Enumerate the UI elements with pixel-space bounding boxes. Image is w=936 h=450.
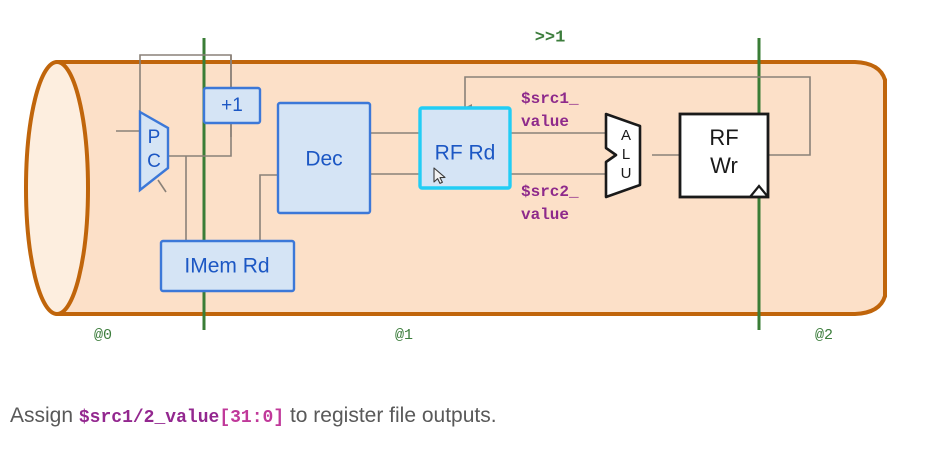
- block-alu-label-l: L: [622, 146, 630, 163]
- block-dec[interactable]: Dec: [276, 101, 372, 215]
- stage-marker-2: @2: [815, 327, 833, 344]
- pipeline-endcap: [24, 60, 90, 316]
- stage-marker-0: @0: [94, 327, 112, 344]
- block-pc[interactable]: P C: [138, 109, 170, 193]
- caption-code-main: $src1/2_value: [78, 408, 220, 428]
- caption-suffix: to register file outputs.: [284, 404, 497, 427]
- block-rf-wr-label-rf: RF: [709, 125, 738, 150]
- block-rf-wr-label-wr: Wr: [710, 153, 738, 178]
- caption-code-range: [31:0]: [219, 408, 285, 428]
- block-rf-wr[interactable]: RF Wr: [678, 112, 770, 199]
- stage-marker-1: @1: [395, 327, 413, 344]
- block-imem-rd[interactable]: IMem Rd: [159, 239, 296, 293]
- block-rf-rd-label: RF Rd: [435, 142, 496, 165]
- signal-src2-line2: value: [521, 206, 569, 224]
- signal-src1-line1: $src1_: [521, 90, 579, 108]
- caption: Assign $src1/2_value[31:0] to register f…: [10, 404, 497, 428]
- block-pc-label-p: P: [148, 127, 161, 148]
- block-alu-label-u: U: [621, 165, 632, 182]
- signal-label-src1: $src1_ value: [521, 90, 579, 131]
- block-dec-label: Dec: [305, 148, 342, 171]
- block-rf-rd[interactable]: RF Rd: [418, 106, 512, 190]
- block-plus1[interactable]: +1: [202, 86, 262, 125]
- block-alu-label-a: A: [621, 127, 631, 144]
- block-pc-label-c: C: [147, 151, 161, 172]
- signal-src1-line2: value: [521, 113, 569, 131]
- block-alu[interactable]: A L U: [604, 112, 642, 199]
- block-imem-rd-label: IMem Rd: [184, 255, 269, 278]
- signal-label-src2: $src2_ value: [521, 183, 579, 224]
- caption-prefix: Assign: [10, 404, 79, 427]
- mouse-cursor-icon: [433, 167, 446, 184]
- shift-annotation: >>1: [535, 28, 566, 47]
- signal-src2-line1: $src2_: [521, 183, 579, 201]
- clock-notch-icon: [749, 184, 769, 198]
- block-plus1-label: +1: [221, 95, 243, 116]
